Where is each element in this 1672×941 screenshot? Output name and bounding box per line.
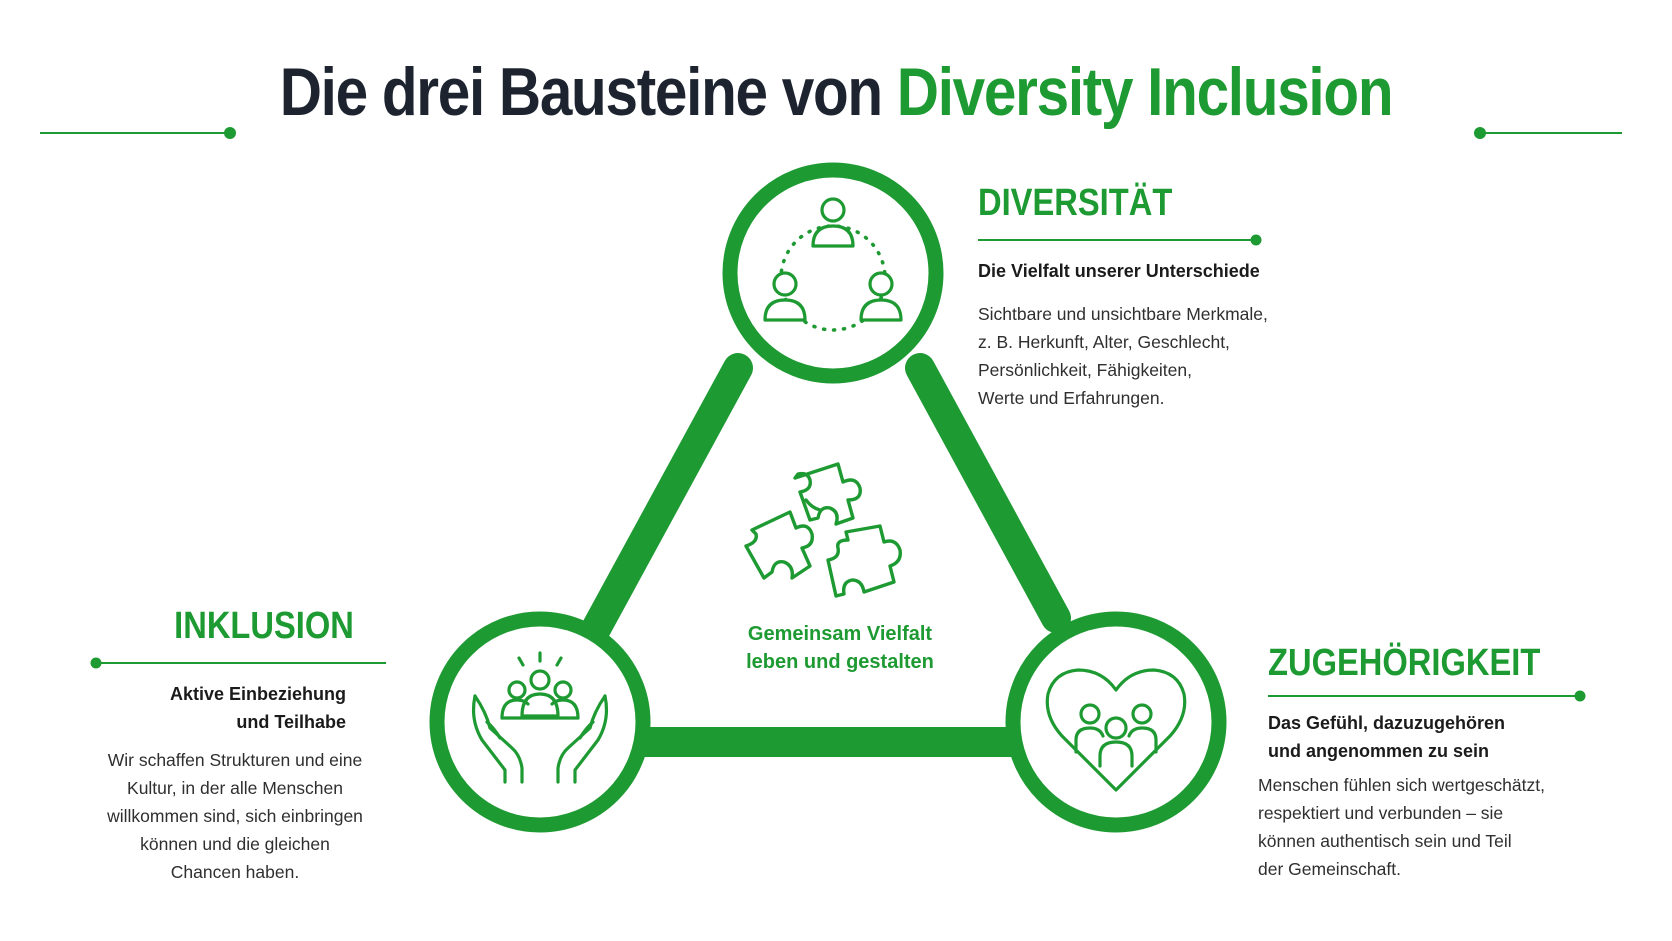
zugehoerigkeit-node [1005,611,1227,833]
inklusion-body-line: willkommen sind, sich einbringen [107,806,363,826]
center-caption: Gemeinsam Vielfalt leben und gestalten [680,620,1000,676]
diversitaet-body-line: Werte und Erfahrungen. [978,388,1165,408]
zugehoerigkeit-block: ZUGEHÖRIGKEIT Das Gefühl, dazuzugehören … [1258,641,1648,883]
inklusion-subtitle-line-1: Aktive Einbeziehung [169,684,346,704]
zugehoerigkeit-divider [1268,690,1586,702]
inklusion-node [429,611,651,833]
inklusion-body-line: Kultur, in der alle Menschen [127,778,343,798]
zugehoerigkeit-body-line: Menschen fühlen sich wertgeschätzt, [1258,775,1545,795]
inklusion-body-line: können und die gleichen [140,834,330,854]
heart-with-people-icon [1045,668,1187,792]
inklusion-subtitle-line-2: und Teilhabe [236,712,346,732]
center-caption-line-1: Gemeinsam Vielfalt [747,623,933,645]
page-title: Die drei Bausteine von Diversity Inclusi… [117,52,1555,132]
puzzle-pieces-icon [744,462,902,598]
zugehoerigkeit-heading: ZUGEHÖRIGKEIT [1268,642,1541,684]
title-part-2: Diversity Inclusion [896,54,1394,130]
zugehoerigkeit-body-line: respektiert und verbunden – sie [1258,803,1504,823]
zugehoerigkeit-subtitle-line-1: Das Gefühl, dazuzugehören [1268,713,1506,733]
diversitaet-divider [978,234,1262,246]
zugehoerigkeit-body-line: können authentisch sein und Teil [1258,831,1512,851]
diversitaet-node [722,162,944,384]
diversitaet-body-line: Sichtbare und unsichtbare Merkmale, [978,304,1268,324]
diversitaet-block: DIVERSITÄT Die Vielfalt unserer Untersch… [978,181,1318,412]
inklusion-heading: INKLUSION [174,605,354,647]
diversitaet-body-line: z. B. Herkunft, Alter, Geschlecht, [978,332,1230,352]
inklusion-body-line: Wir schaffen Strukturen und eine [107,750,363,770]
zugehoerigkeit-body-line: der Gemeinschaft. [1258,859,1401,879]
center-caption-line-2: leben und gestalten [746,651,934,673]
hands-holding-group-icon [471,651,609,784]
zugehoerigkeit-description: Menschen fühlen sich wertgeschätzt, resp… [1258,771,1648,883]
diversitaet-heading: DIVERSITÄT [978,182,1173,224]
title-divider-left [40,127,236,139]
diversitaet-subtitle: Die Vielfalt unserer Unterschiede [978,261,1260,281]
people-circle-icon [763,197,903,332]
inklusion-subtitle: Aktive Einbeziehung und Teilhabe [70,680,390,736]
title-divider-right [1474,127,1622,139]
inklusion-body-line: Chancen haben. [170,862,300,882]
inklusion-description: Wir schaffen Strukturen und eine Kultur,… [70,746,390,886]
inklusion-divider [90,657,386,669]
inklusion-block: INKLUSION Aktive Einbeziehung und Teilha… [70,604,390,886]
diversitaet-body-line: Persönlichkeit, Fähigkeiten, [978,360,1192,380]
diversitaet-description: Sichtbare und unsichtbare Merkmale, z. B… [978,300,1318,412]
zugehoerigkeit-subtitle: Das Gefühl, dazuzugehören und angenommen… [1268,709,1648,765]
triangle-frame [577,353,1071,757]
zugehoerigkeit-subtitle-line-2: und angenommen zu sein [1268,741,1490,761]
title-part-1: Die drei Bausteine von [279,54,897,130]
